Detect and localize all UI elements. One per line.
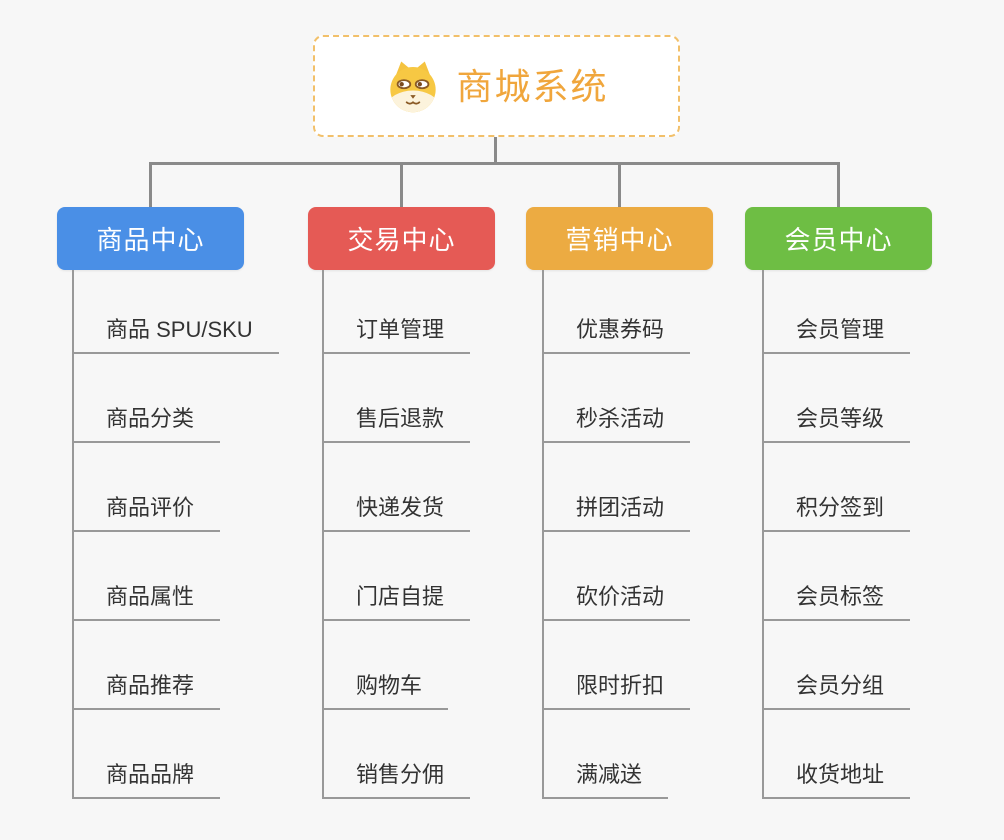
connector-drop-trade [400, 163, 403, 207]
connector-horizontal-bar [149, 162, 840, 165]
branch-items-product: 商品 SPU/SKU 商品分类 商品评价 商品属性 商品推荐 商品品牌 [72, 270, 279, 799]
connector-root-stem [494, 137, 497, 164]
mindmap-item[interactable]: 快递发货 [324, 443, 471, 532]
branch-node-member[interactable]: 会员中心 [745, 207, 932, 270]
mindmap-item[interactable]: 积分签到 [764, 443, 911, 532]
mindmap-item[interactable]: 商品属性 [74, 532, 221, 621]
mindmap-item[interactable]: 购物车 [324, 621, 449, 710]
mindmap-item[interactable]: 商品 SPU/SKU [74, 270, 279, 354]
connector-drop-member [837, 163, 840, 207]
mindmap-item[interactable]: 会员等级 [764, 354, 911, 443]
mindmap-item[interactable]: 门店自提 [324, 532, 471, 621]
connector-drop-product [149, 163, 152, 207]
mindmap-item[interactable]: 商品分类 [74, 354, 221, 443]
branch-node-marketing[interactable]: 营销中心 [526, 207, 713, 270]
branch-node-trade[interactable]: 交易中心 [308, 207, 495, 270]
mindmap-item[interactable]: 优惠券码 [544, 270, 691, 354]
mindmap-item[interactable]: 会员管理 [764, 270, 911, 354]
root-node[interactable]: 商城系统 [313, 35, 680, 137]
branch-items-member: 会员管理 会员等级 积分签到 会员标签 会员分组 收货地址 [762, 270, 911, 799]
mindmap-item[interactable]: 商品品牌 [74, 710, 221, 799]
branch-node-product[interactable]: 商品中心 [57, 207, 244, 270]
mindmap-item[interactable]: 会员标签 [764, 532, 911, 621]
connector-drop-marketing [618, 163, 621, 207]
mindmap-item[interactable]: 限时折扣 [544, 621, 691, 710]
mindmap-item[interactable]: 收货地址 [764, 710, 911, 799]
mindmap-item[interactable]: 秒杀活动 [544, 354, 691, 443]
doge-icon [384, 58, 442, 114]
mindmap-item[interactable]: 拼团活动 [544, 443, 691, 532]
branch-items-marketing: 优惠券码 秒杀活动 拼团活动 砍价活动 限时折扣 满减送 [542, 270, 691, 799]
mindmap-item[interactable]: 销售分佣 [324, 710, 471, 799]
mindmap-item[interactable]: 满减送 [544, 710, 669, 799]
mindmap-item[interactable]: 商品推荐 [74, 621, 221, 710]
mindmap-item[interactable]: 商品评价 [74, 443, 221, 532]
mindmap-item[interactable]: 会员分组 [764, 621, 911, 710]
mindmap-item[interactable]: 售后退款 [324, 354, 471, 443]
branch-items-trade: 订单管理 售后退款 快递发货 门店自提 购物车 销售分佣 [322, 270, 471, 799]
mindmap-item[interactable]: 订单管理 [324, 270, 471, 354]
root-title: 商城系统 [456, 66, 609, 107]
mindmap-item[interactable]: 砍价活动 [544, 532, 691, 621]
